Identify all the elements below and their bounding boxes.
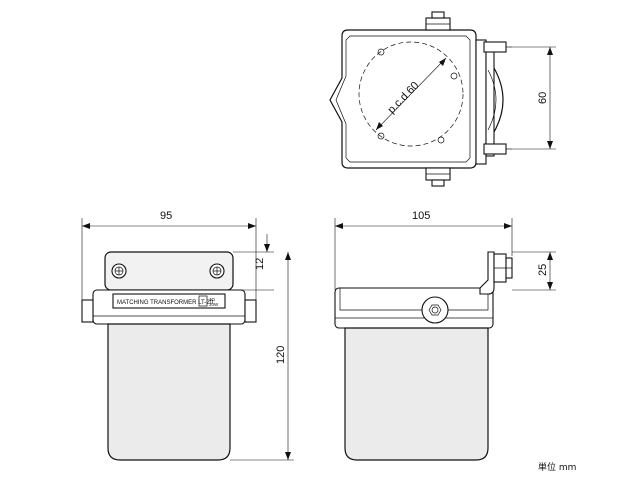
- side-bracket: [479, 251, 495, 295]
- front-view: MATCHING TRANSFORMER LT-20 4Ω 20W 95 12 …: [81, 210, 294, 461]
- side-body: [344, 327, 489, 461]
- front-body: [107, 323, 231, 461]
- screw-right: [209, 263, 225, 279]
- dim-105: 105: [412, 210, 430, 222]
- dim-12: 12: [254, 258, 266, 270]
- dim-120: 120: [275, 346, 287, 364]
- dim-60: 60: [537, 92, 549, 104]
- dim-95: 95: [160, 210, 172, 222]
- center-nut: [421, 296, 449, 324]
- unit-label: 単位 mm: [538, 461, 576, 473]
- badge-line1: 4Ω: [209, 297, 216, 302]
- nameplate: [112, 293, 226, 309]
- top-view: p.c.d 60 60: [329, 11, 556, 187]
- nameplate-text: MATCHING TRANSFORMER LT-20: [117, 300, 214, 306]
- pcd-circle: [358, 41, 464, 147]
- screw-left: [111, 263, 127, 279]
- badge-line2: 20W: [209, 302, 219, 307]
- dim-25: 25: [537, 264, 549, 276]
- pcd-label: p.c.d 60: [386, 80, 422, 116]
- side-view: 105 25: [334, 210, 556, 461]
